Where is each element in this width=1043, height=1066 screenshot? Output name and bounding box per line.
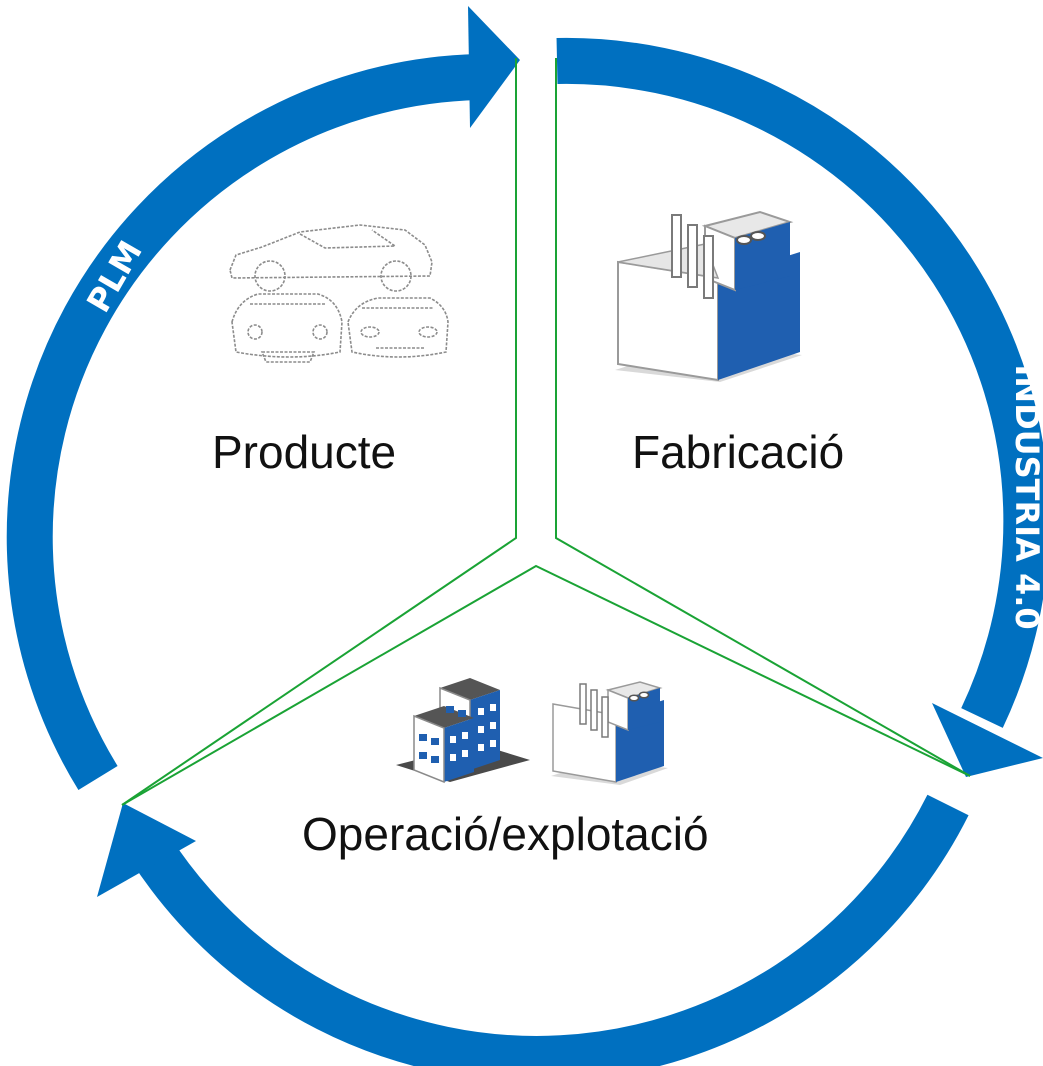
divider-left xyxy=(121,58,517,806)
arrow-operacio xyxy=(97,794,969,1066)
cycle-ring xyxy=(6,6,1043,1066)
segment-label-producte: Producte xyxy=(212,426,396,478)
factory-icon-small xyxy=(551,681,668,785)
car-sketch-icon xyxy=(229,224,449,363)
arrow-plm xyxy=(6,6,520,791)
segment-label-fabricacio: Fabricació xyxy=(632,426,844,478)
divider-right xyxy=(555,58,971,777)
divider-bottom xyxy=(121,564,971,806)
arrow-industria xyxy=(556,37,1043,777)
factory-icon xyxy=(615,210,802,382)
segment-dividers xyxy=(121,58,971,806)
ring-label-industria: INDUSTRIA 4.0 xyxy=(1008,364,1043,629)
segment-label-operacio: Operació/explotació xyxy=(302,808,709,860)
office-building-icon xyxy=(396,678,530,784)
